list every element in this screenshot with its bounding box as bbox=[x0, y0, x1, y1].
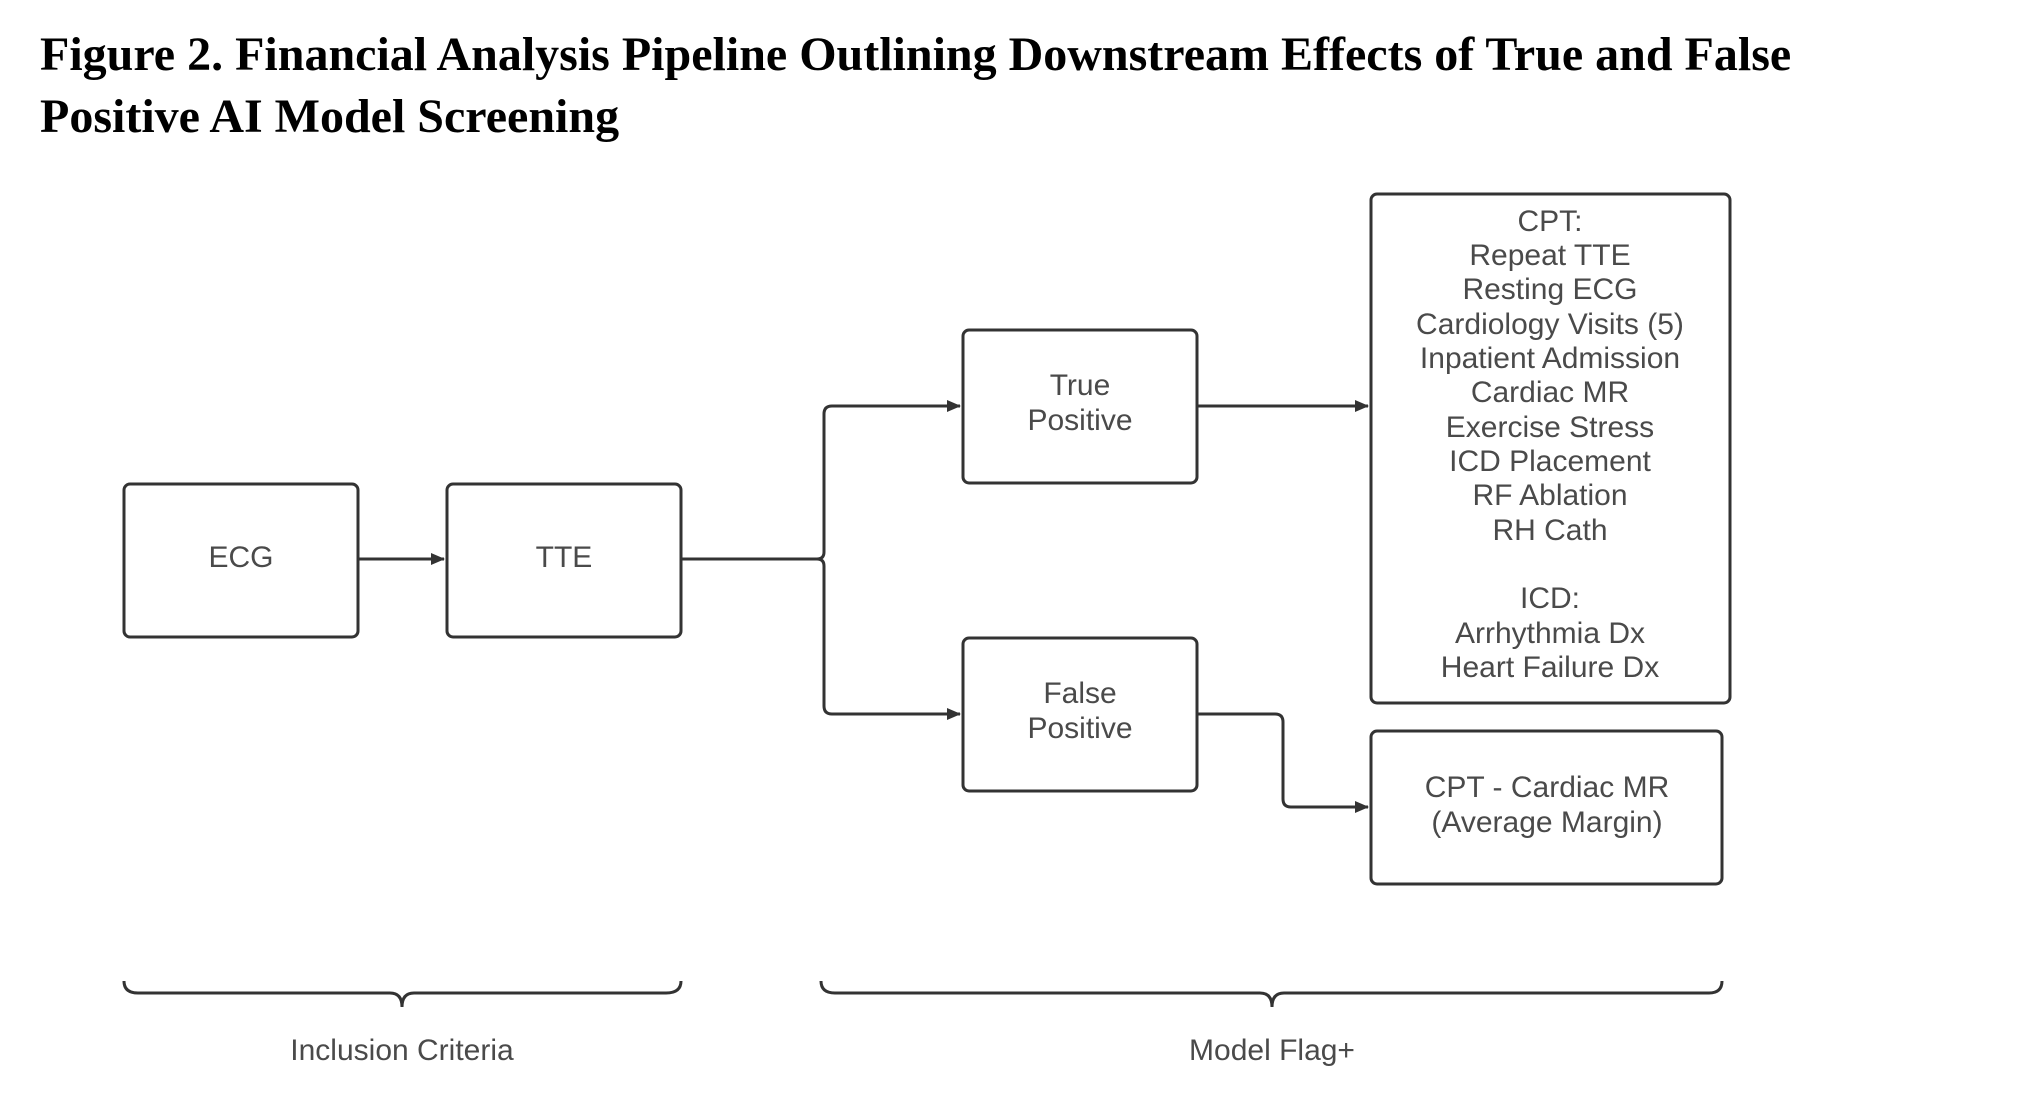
brace-model-flag: Model Flag+ bbox=[819, 980, 1724, 1067]
false-positive-outcome-line-2: (Average Margin) bbox=[1431, 806, 1662, 839]
node-ecg-box bbox=[122, 482, 360, 639]
node-tte: TTE bbox=[445, 482, 683, 639]
outcome-line-heart-failure-dx: Heart Failure Dx bbox=[1441, 651, 1659, 684]
outcome-line-arrhythmia-dx: Arrhythmia Dx bbox=[1455, 617, 1645, 650]
node-tte-box bbox=[445, 482, 683, 639]
brace-model-flag-shape bbox=[819, 980, 1724, 1008]
outcome-line-cardiology-visits: Cardiology Visits (5) bbox=[1416, 308, 1684, 341]
node-true-positive-outcomes: CPT: Repeat TTE Resting ECG Cardiology V… bbox=[1369, 192, 1732, 705]
node-true-positive-box bbox=[961, 328, 1199, 485]
figure-title-line-2: Positive AI Model Screening bbox=[40, 90, 620, 143]
outcome-line-resting-ecg: Resting ECG bbox=[1462, 273, 1637, 306]
node-false-positive-outcomes: CPT - Cardiac MR (Average Margin) bbox=[1369, 729, 1724, 886]
node-false-positive-box bbox=[961, 636, 1199, 793]
outcome-line-icd-header: ICD: bbox=[1520, 582, 1580, 615]
outcome-line-exercise-stress: Exercise Stress bbox=[1446, 411, 1654, 444]
outcome-line-icd-placement: ICD Placement bbox=[1449, 445, 1651, 478]
brace-inclusion-criteria: Inclusion Criteria bbox=[122, 980, 683, 1067]
node-ecg-label: ECG bbox=[208, 541, 273, 574]
false-positive-outcome-line-1: CPT - Cardiac MR bbox=[1425, 771, 1669, 804]
label-model-flag: Model Flag+ bbox=[1189, 1034, 1355, 1067]
node-true-positive: True Positive bbox=[961, 328, 1199, 485]
brace-inclusion-criteria-shape bbox=[122, 980, 683, 1008]
figure-title: Figure 2. Financial Analysis Pipeline Ou… bbox=[40, 24, 2030, 148]
outcome-line-inpatient-admission: Inpatient Admission bbox=[1420, 342, 1680, 375]
edge-split-to-false-positive bbox=[816, 557, 961, 720]
label-inclusion-criteria: Inclusion Criteria bbox=[290, 1034, 514, 1067]
node-true-positive-line-2: Positive bbox=[1027, 404, 1132, 437]
node-true-positive-outcomes-box bbox=[1369, 192, 1732, 705]
outcome-line-repeat-tte: Repeat TTE bbox=[1469, 239, 1630, 272]
outcome-line-rh-cath: RH Cath bbox=[1492, 514, 1607, 547]
node-false-positive-outcomes-box bbox=[1369, 729, 1724, 886]
node-false-positive-line-1: False bbox=[1043, 677, 1116, 710]
node-tte-label: TTE bbox=[536, 541, 593, 574]
figure-title-line-1: Figure 2. Financial Analysis Pipeline Ou… bbox=[40, 28, 1792, 81]
outcome-line-rf-ablation: RF Ablation bbox=[1472, 479, 1627, 512]
node-false-positive-line-2: Positive bbox=[1027, 712, 1132, 745]
edges bbox=[358, 400, 1369, 813]
edge-false-positive-to-outcomes bbox=[1197, 712, 1369, 813]
edge-split-to-true-positive bbox=[816, 400, 961, 561]
outcome-line-cardiac-mr: Cardiac MR bbox=[1471, 376, 1629, 409]
outcome-line-cpt-header: CPT: bbox=[1517, 205, 1582, 238]
node-false-positive: False Positive bbox=[961, 636, 1199, 793]
node-ecg: ECG bbox=[122, 482, 360, 639]
node-true-positive-line-1: True bbox=[1050, 369, 1111, 402]
